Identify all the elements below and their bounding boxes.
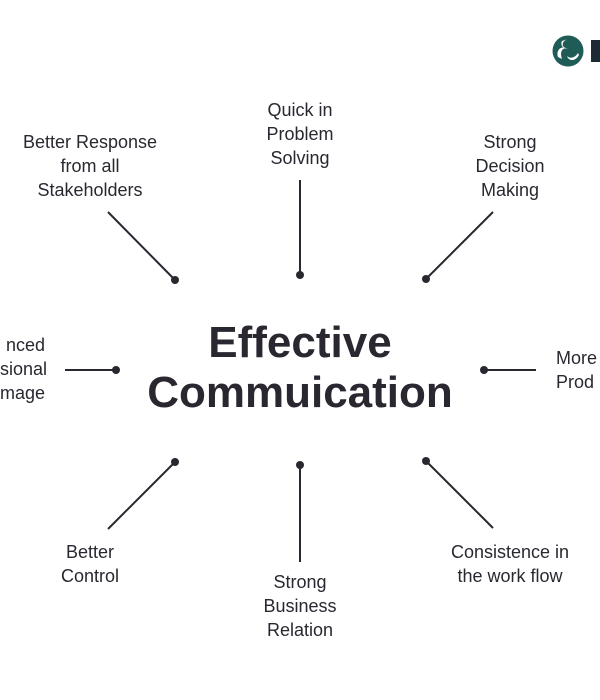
node-top-line-1: Quick in [267, 100, 333, 120]
connector-top-left [107, 211, 176, 281]
connector-dot-top [296, 271, 304, 279]
node-top-left-line-1: Better Response [22, 132, 158, 152]
connector-dot-top-left [171, 276, 179, 284]
node-left-line-1: nced [5, 335, 45, 355]
node-bottom-left-line-2: Control [60, 566, 120, 586]
node-left-line-3: mage [0, 383, 46, 403]
node-top-right-line-2: Decision [475, 156, 545, 176]
node-bottom-line-2: Business [263, 596, 337, 616]
connector-dot-top-right [422, 275, 430, 283]
logo-wordmark-fragment [591, 40, 600, 62]
node-bottom-label: Strong Business Relation [230, 570, 370, 642]
connector-bottom-right [425, 460, 494, 529]
center-title-line-1: Effective [208, 318, 392, 367]
connector-dot-right [480, 366, 488, 374]
connector-dot-bottom-left [171, 458, 179, 466]
node-top-line-2: Problem [266, 124, 334, 144]
node-left-label: nced sional mage [0, 333, 48, 405]
connector-bottom-left [107, 461, 176, 530]
connector-dot-bottom-right [422, 457, 430, 465]
node-top-line-3: Solving [270, 148, 330, 168]
node-top-right-line-1: Strong [483, 132, 537, 152]
node-top-left-line-3: Stakeholders [37, 180, 143, 200]
node-top-left-label: Better Response from all Stakeholders [5, 130, 175, 202]
connector-top-right [425, 211, 494, 280]
node-bottom-left-label: Better Control [40, 540, 140, 588]
node-right-line-2: Prod [556, 372, 595, 392]
node-right-line-1: More [556, 348, 598, 368]
node-right-label: More Prod [556, 346, 600, 394]
connector-dot-left [112, 366, 120, 374]
node-bottom-left-line-1: Better [65, 542, 115, 562]
swirl-logo-icon [552, 35, 584, 67]
node-bottom-right-line-2: the work flow [457, 566, 563, 586]
node-bottom-right-label: Consistence in the work flow [430, 540, 590, 588]
node-top-right-line-3: Making [480, 180, 540, 200]
node-bottom-right-line-1: Consistence in [450, 542, 570, 562]
node-bottom-line-1: Strong [273, 572, 327, 592]
node-top-left-line-2: from all [60, 156, 120, 176]
node-top-right-label: Strong Decision Making [445, 130, 575, 202]
center-title: Effective Commuication [100, 318, 500, 418]
node-left-line-2: sional [0, 359, 48, 379]
node-bottom-line-3: Relation [266, 620, 334, 640]
connector-dot-bottom [296, 461, 304, 469]
center-title-line-2: Commuication [147, 368, 453, 417]
node-top-label: Quick in Problem Solving [230, 98, 370, 170]
